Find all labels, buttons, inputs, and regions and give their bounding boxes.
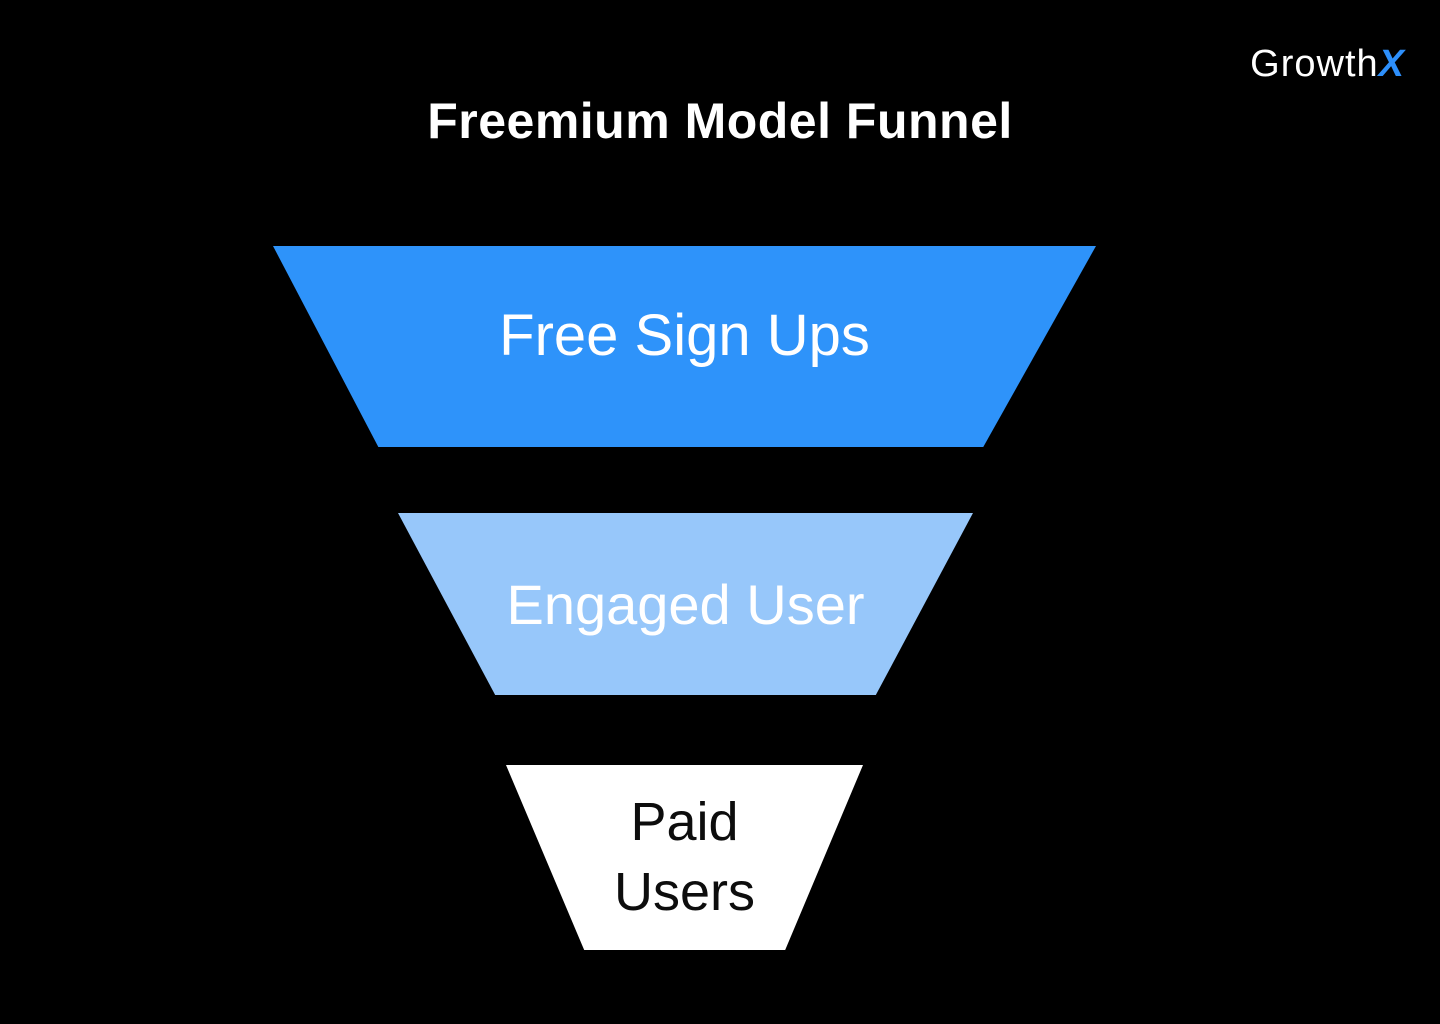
stage-label-engaged-user: Engaged User (506, 572, 865, 636)
growthx-logo: GrowthX (1250, 43, 1404, 86)
logo-x-mark: X (1378, 43, 1404, 85)
stage-label-free-sign-ups: Free Sign Ups (499, 303, 870, 368)
funnel-stage-engaged-user: Engaged User (398, 513, 973, 695)
logo-brand-text: Growth (1250, 43, 1379, 85)
funnel-stage-paid-users: Paid Users (506, 765, 863, 950)
page-title: Freemium Model Funnel (427, 93, 1013, 149)
stage-label-paid-users: Paid Users (613, 792, 755, 922)
funnel-stage-free-sign-ups: Free Sign Ups (273, 246, 1096, 447)
